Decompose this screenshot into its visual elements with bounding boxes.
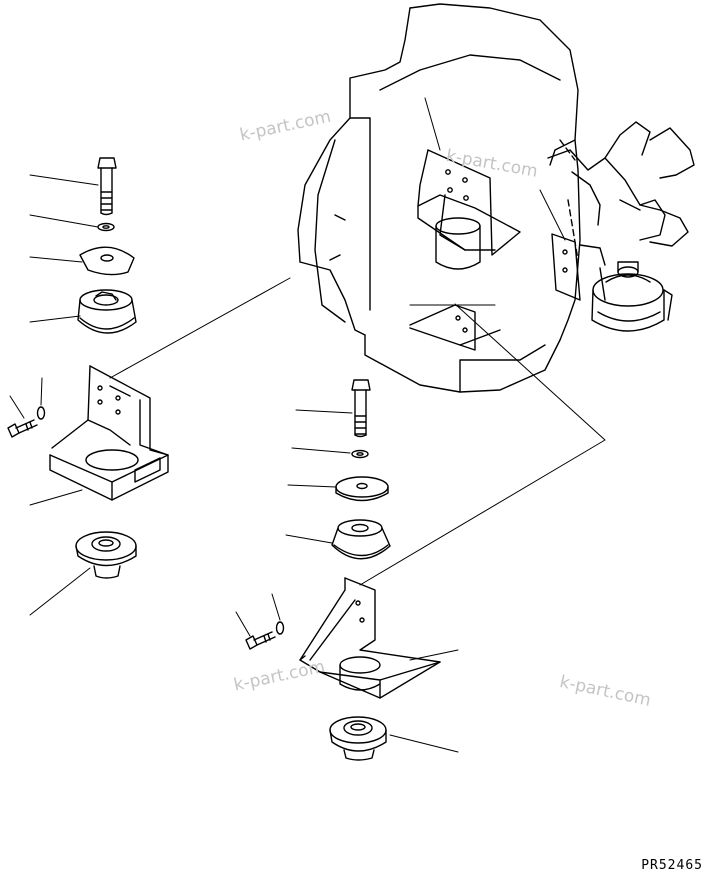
right-upper-cushion <box>331 519 391 560</box>
left-lower-cushion <box>75 531 137 579</box>
leader-lines-engine <box>109 97 606 586</box>
right-lower-cushion <box>329 716 387 761</box>
left-side-bolt <box>7 419 38 438</box>
left-side-washer <box>36 406 46 420</box>
right-washer <box>351 449 369 459</box>
right-side-bolt <box>245 631 276 650</box>
engine-upper-bracket <box>417 149 521 270</box>
left-bolt-vertical <box>97 157 117 216</box>
engine-right-mount-installed <box>551 233 673 332</box>
left-plate <box>79 246 135 276</box>
left-upper-cushion <box>77 289 137 334</box>
right-plate <box>335 476 389 502</box>
right-frame-bracket <box>299 577 441 699</box>
left-frame-bracket <box>49 365 169 501</box>
right-mount-stack <box>235 379 459 761</box>
right-side-washer <box>275 621 285 635</box>
right-bolt-vertical <box>351 379 371 438</box>
engine-lower-bracket <box>409 304 476 351</box>
left-mount-stack <box>7 157 169 616</box>
cooling-fan <box>547 121 695 247</box>
drawing-code: PR52465 <box>641 858 703 873</box>
left-washer <box>97 222 115 232</box>
engine-block <box>297 3 581 393</box>
